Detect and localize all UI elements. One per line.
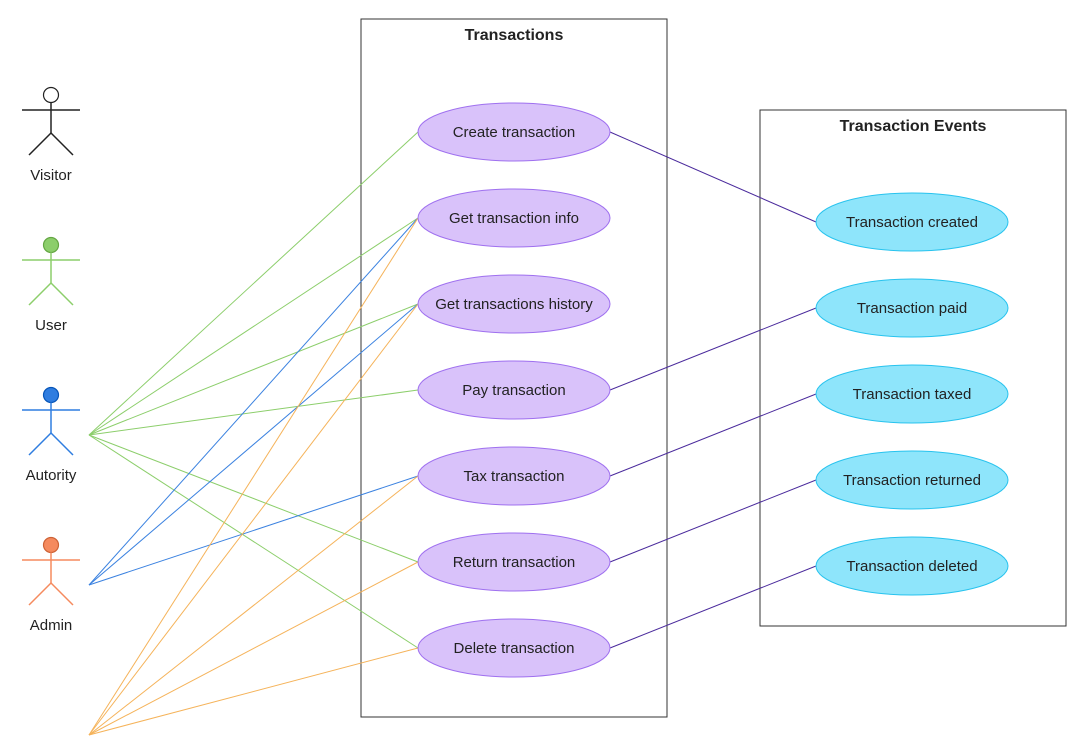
actor-label: Admin xyxy=(30,617,73,634)
event-taxed: Transaction taxed xyxy=(815,364,1009,424)
use-case-label: Pay transaction xyxy=(462,382,565,399)
event-label: Transaction taxed xyxy=(853,386,972,403)
event-label: Transaction deleted xyxy=(846,558,977,575)
transactions-system-title: Transactions xyxy=(465,27,564,44)
actor-head-icon xyxy=(42,236,60,254)
association-line-authority-history xyxy=(88,303,419,586)
use-case-ellipse xyxy=(417,532,611,592)
actor-admin: Admin xyxy=(22,536,80,634)
event-ellipse xyxy=(815,364,1009,424)
association-line-admin-history xyxy=(88,303,419,736)
use-case-label: Return transaction xyxy=(453,554,576,571)
actor-label: Autority xyxy=(26,467,77,484)
association-line-user-history xyxy=(88,303,419,436)
event-label: Transaction returned xyxy=(843,472,981,489)
events-system-title: Transaction Events xyxy=(840,118,987,135)
use-case-tax: Tax transaction xyxy=(417,446,611,506)
actor-visitor: Visitor xyxy=(22,86,80,184)
use-case-ellipse xyxy=(417,618,611,678)
event-ellipse xyxy=(815,536,1009,596)
event-label: Transaction paid xyxy=(857,300,967,317)
use-case-delete: Delete transaction xyxy=(417,618,611,678)
event-link-tax-taxed xyxy=(609,393,817,477)
association-lines xyxy=(88,131,817,736)
actor-label: User xyxy=(35,317,67,334)
actor-left-leg xyxy=(28,432,52,456)
event-deleted: Transaction deleted xyxy=(815,536,1009,596)
actor-right-leg xyxy=(50,132,74,156)
event-link-delete-deleted xyxy=(609,565,817,649)
actor-head-icon xyxy=(42,386,60,404)
actor-label: Visitor xyxy=(30,167,71,184)
event-link-pay-paid xyxy=(609,307,817,391)
event-ellipse xyxy=(815,192,1009,252)
association-line-user-pay xyxy=(88,389,419,436)
association-line-user-delete xyxy=(88,434,419,649)
use-case-create: Create transaction xyxy=(417,102,611,162)
use-case-label: Get transaction info xyxy=(449,210,579,227)
use-case-ellipse xyxy=(417,274,611,334)
actor-right-leg xyxy=(50,582,74,606)
use-case-label: Tax transaction xyxy=(464,468,565,485)
use-case-label: Create transaction xyxy=(453,124,576,141)
association-line-user-return xyxy=(88,434,419,563)
use-case-pay: Pay transaction xyxy=(417,360,611,420)
event-returned: Transaction returned xyxy=(815,450,1009,510)
association-line-admin-return xyxy=(88,561,419,736)
use-case-ellipse xyxy=(417,188,611,248)
event-created: Transaction created xyxy=(815,192,1009,252)
association-line-user-info xyxy=(88,217,419,436)
use-case-ellipse xyxy=(417,360,611,420)
association-line-user-create xyxy=(88,131,419,436)
actor-head-icon xyxy=(42,86,60,104)
use-case-ellipse xyxy=(417,102,611,162)
event-ellipse xyxy=(815,450,1009,510)
actor-left-leg xyxy=(28,132,52,156)
actor-head-icon xyxy=(42,536,60,554)
association-line-authority-info xyxy=(88,217,419,586)
use-case-info: Get transaction info xyxy=(417,188,611,248)
use-case-ellipse xyxy=(417,446,611,506)
actor-left-leg xyxy=(28,282,52,306)
use-case-label: Delete transaction xyxy=(454,640,575,657)
event-paid: Transaction paid xyxy=(815,278,1009,338)
actor-right-leg xyxy=(50,282,74,306)
event-link-create-created xyxy=(609,131,817,223)
actor-left-leg xyxy=(28,582,52,606)
association-line-admin-tax xyxy=(88,475,419,736)
event-label: Transaction created xyxy=(846,214,978,231)
actor-user: User xyxy=(22,236,80,334)
actor-right-leg xyxy=(50,432,74,456)
event-ellipse xyxy=(815,278,1009,338)
association-line-admin-delete xyxy=(88,647,419,736)
association-line-authority-tax xyxy=(88,475,419,586)
association-line-admin-info xyxy=(88,217,419,736)
event-link-return-returned xyxy=(609,479,817,563)
actor-authority: Autority xyxy=(22,386,80,484)
use-case-return: Return transaction xyxy=(417,532,611,592)
use-case-label: Get transactions history xyxy=(435,296,593,313)
use-case-history: Get transactions history xyxy=(417,274,611,334)
